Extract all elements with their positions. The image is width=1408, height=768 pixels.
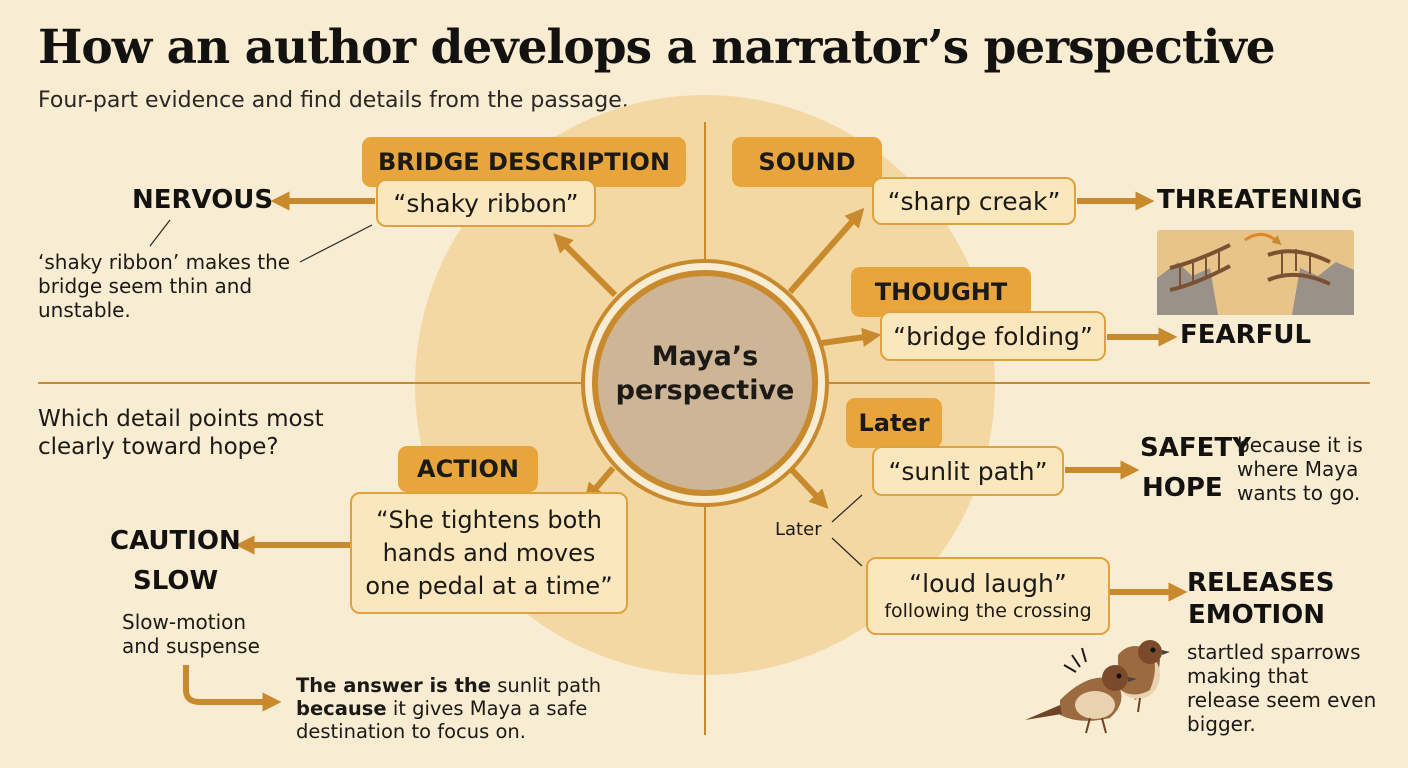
label-caution: CAUTION [110, 526, 241, 556]
note-sparrows: startled sparrows making that release se… [1187, 640, 1377, 736]
label-emotion: EMOTION [1188, 600, 1326, 630]
quote-action-line-3: one pedal at a time” [365, 571, 613, 600]
arrow-to-bridge [553, 233, 618, 298]
quote-loud-laugh-line-1: “loud laugh” [909, 569, 1067, 598]
answer-bent-arrow [183, 665, 282, 712]
broken-bridge-illustration [1157, 230, 1354, 315]
leader-nervous [149, 219, 171, 247]
page-title: How an author develops a narrator’s pers… [38, 20, 1276, 75]
quote-sharp-creak: “sharp creak” [872, 177, 1076, 225]
label-slow: SLOW [133, 566, 219, 596]
tag-sound: SOUND [732, 137, 882, 187]
leader-later-down [831, 537, 863, 567]
answer-text-2: it gives Maya a safe destination to focu… [296, 697, 588, 743]
center-label: Maya’s perspective [595, 340, 815, 408]
center-line-2: perspective [615, 375, 795, 406]
note-shaky-ribbon: ‘shaky ribbon’ makes the bridge seem thi… [38, 250, 291, 322]
quote-action-line-2: hands and moves [382, 538, 596, 567]
quote-action-line-1: “She tightens both [376, 505, 602, 534]
label-threatening: THREATENING [1157, 185, 1363, 215]
hope-question: Which detail points most clearly toward … [38, 406, 324, 460]
answer-bold-2: because [296, 697, 387, 720]
label-fearful: FEARFUL [1180, 320, 1312, 350]
quote-loud-laugh-line-2: following the crossing [884, 600, 1092, 622]
sparrows-illustration [1025, 640, 1170, 734]
label-safety: SAFETY [1140, 433, 1251, 463]
label-nervous: NERVOUS [132, 185, 274, 215]
quote-loud-laugh: “loud laugh” following the crossing [866, 557, 1110, 635]
quote-sunlit-path: “sunlit path” [872, 446, 1064, 496]
tag-thought: THOUGHT [851, 267, 1031, 317]
tag-bridge-description: BRIDGE DESCRIPTION [362, 137, 686, 187]
quote-tightens-hands: “She tightens both hands and moves one p… [350, 492, 628, 614]
arrow-to-sound [787, 207, 865, 294]
arrow-to-action [583, 466, 616, 503]
tag-later: Later [846, 398, 942, 448]
arrow-to-thought [821, 327, 882, 347]
label-later-small: Later [775, 519, 822, 540]
leader-shaky-note [299, 224, 373, 263]
answer-statement: The answer is the sunlit path because it… [296, 674, 626, 743]
answer-text-1: sunlit path [491, 674, 602, 697]
note-because: because it is where Maya wants to go. [1237, 433, 1363, 505]
tag-action: ACTION [398, 446, 538, 492]
center-ring-inner [592, 270, 818, 496]
answer-bold-1: The answer is the [296, 674, 491, 697]
label-hope: HOPE [1142, 473, 1223, 503]
arrow-to-later [789, 467, 829, 510]
leader-later-up [831, 494, 863, 523]
quote-bridge-folding: “bridge folding” [880, 311, 1106, 361]
page-subtitle: Four-part evidence and find details from… [38, 88, 629, 113]
note-slow-motion: Slow-motion and suspense [122, 610, 260, 658]
label-releases: RELEASES [1187, 568, 1335, 598]
quote-shaky-ribbon: “shaky ribbon” [376, 179, 596, 227]
center-line-1: Maya’s [651, 341, 759, 372]
